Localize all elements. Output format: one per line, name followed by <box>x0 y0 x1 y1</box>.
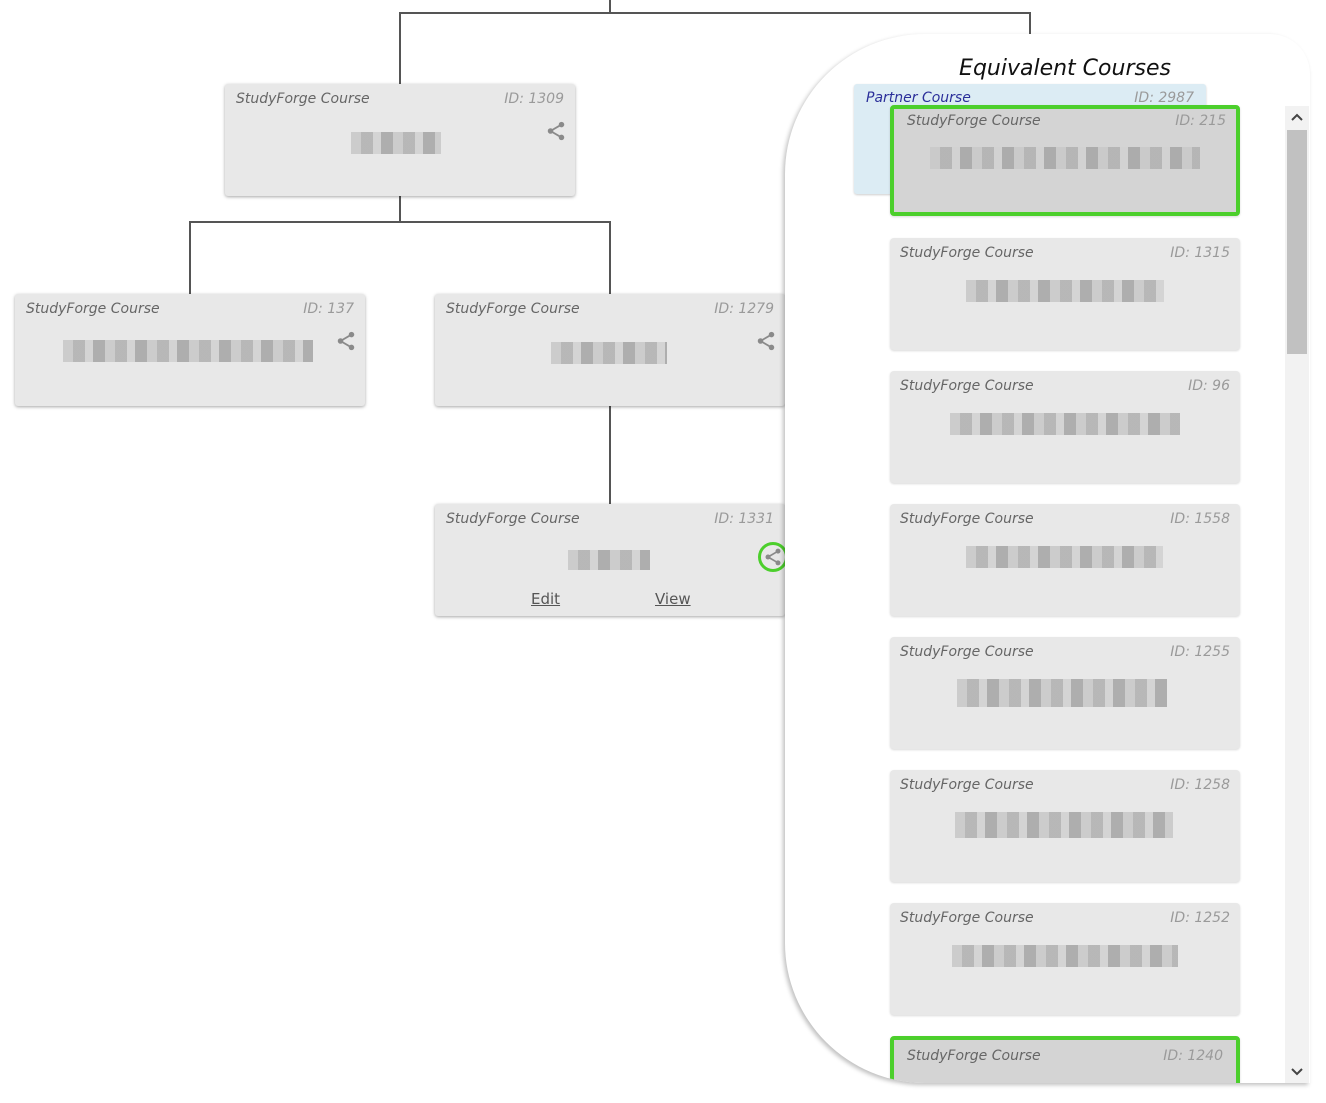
course-id-label: ID: 1279 <box>714 301 774 317</box>
course-type-label: StudyForge Course <box>236 91 370 107</box>
equivalent-course-card-1252[interactable]: StudyForge Course ID: 1252 <box>890 903 1240 1015</box>
redacted-course-title <box>63 340 313 362</box>
course-id-label: ID: 1252 <box>1170 910 1230 926</box>
course-card-1331[interactable]: StudyForge Course ID: 1331 Edit View <box>435 504 788 616</box>
redacted-course-title <box>351 132 441 154</box>
redacted-course-title <box>966 280 1164 302</box>
equivalent-course-card-1558[interactable]: StudyForge Course ID: 1558 <box>890 504 1240 616</box>
course-id-label: ID: 1258 <box>1170 777 1230 793</box>
course-type-label: StudyForge Course <box>446 511 580 527</box>
redacted-course-title <box>957 679 1167 707</box>
scrollbar-thumb[interactable] <box>1287 130 1307 354</box>
course-id-label: ID: 215 <box>1175 113 1226 129</box>
course-type-label: StudyForge Course <box>907 1048 1041 1064</box>
course-card-1309[interactable]: StudyForge Course ID: 1309 <box>225 84 575 196</box>
course-id-label: ID: 1558 <box>1170 511 1230 527</box>
edit-link[interactable]: Edit <box>531 590 561 608</box>
equivalent-course-card-96[interactable]: StudyForge Course ID: 96 <box>890 371 1240 483</box>
share-icon[interactable] <box>545 120 567 142</box>
tree-connector <box>399 195 401 223</box>
course-id-label: ID: 1240 <box>1163 1048 1223 1064</box>
course-type-label: StudyForge Course <box>446 301 580 317</box>
tree-connector <box>609 0 611 13</box>
course-type-label: StudyForge Course <box>900 245 1034 261</box>
course-card-1279[interactable]: StudyForge Course ID: 1279 <box>435 294 785 406</box>
redacted-course-title <box>930 147 1200 169</box>
course-type-label: StudyForge Course <box>907 113 1041 129</box>
equivalent-course-card-1258[interactable]: StudyForge Course ID: 1258 <box>890 770 1240 882</box>
course-id-label: ID: 96 <box>1188 378 1230 394</box>
course-type-label: StudyForge Course <box>900 511 1034 527</box>
share-icon[interactable] <box>758 542 788 572</box>
course-id-label: ID: 1255 <box>1170 644 1230 660</box>
panel-scrollbar[interactable] <box>1285 106 1309 1083</box>
partner-course-type-label: Partner Course <box>866 90 971 106</box>
partner-course-id-label: ID: 2987 <box>1134 90 1194 106</box>
redacted-course-title <box>551 342 667 364</box>
tree-connector <box>189 221 611 223</box>
view-link[interactable]: View <box>655 590 691 608</box>
redacted-course-title <box>950 413 1180 435</box>
share-icon[interactable] <box>335 330 357 352</box>
redacted-course-title <box>568 550 650 570</box>
tree-connector <box>189 221 191 294</box>
tree-connector <box>399 12 401 84</box>
tree-connector <box>609 221 611 294</box>
panel-title: Equivalent Courses <box>959 56 1171 81</box>
redacted-course-title <box>966 546 1163 568</box>
course-type-label: StudyForge Course <box>26 301 160 317</box>
redacted-course-title <box>952 945 1178 967</box>
course-type-label: StudyForge Course <box>900 910 1034 926</box>
chevron-down-icon[interactable] <box>1285 1061 1309 1083</box>
course-id-label: ID: 1331 <box>714 511 774 527</box>
course-type-label: StudyForge Course <box>900 777 1034 793</box>
equivalent-course-card-215[interactable]: StudyForge Course ID: 215 <box>890 105 1240 216</box>
equivalent-course-card-1315[interactable]: StudyForge Course ID: 1315 <box>890 238 1240 350</box>
course-type-label: StudyForge Course <box>900 378 1034 394</box>
tree-connector <box>609 405 611 504</box>
course-id-label: ID: 1309 <box>504 91 564 107</box>
share-icon[interactable] <box>755 330 777 352</box>
tree-connector <box>399 12 1031 14</box>
equivalent-courses-panel: Partner Course ID: 2987 Equivalent Cours… <box>785 34 1310 1083</box>
equivalent-course-card-1240[interactable]: StudyForge Course ID: 1240 <box>890 1036 1240 1083</box>
course-id-label: ID: 137 <box>303 301 354 317</box>
equivalent-course-card-1255[interactable]: StudyForge Course ID: 1255 <box>890 637 1240 749</box>
redacted-course-title <box>955 812 1173 838</box>
course-id-label: ID: 1315 <box>1170 245 1230 261</box>
course-type-label: StudyForge Course <box>900 644 1034 660</box>
course-card-137[interactable]: StudyForge Course ID: 137 <box>15 294 365 406</box>
chevron-up-icon[interactable] <box>1285 106 1309 128</box>
